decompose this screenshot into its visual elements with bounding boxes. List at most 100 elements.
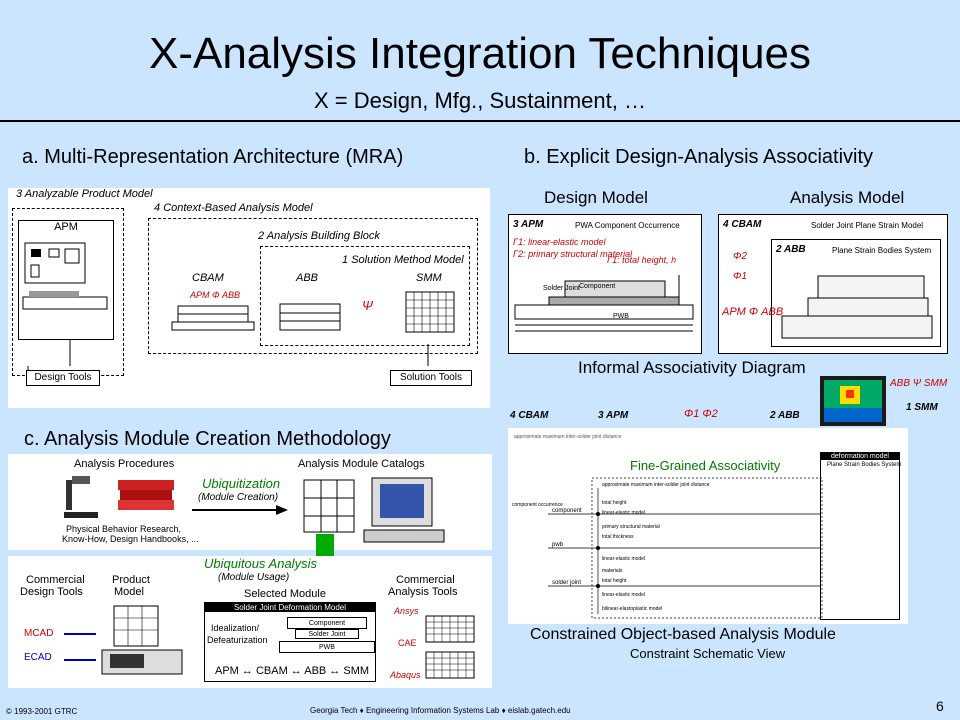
apm-phi-abb-label: APM Φ ABB	[190, 290, 241, 300]
analysis-model-label: Analysis Model	[790, 188, 905, 207]
module-usage-label: (Module Usage)	[218, 572, 290, 583]
methodology-top-panel: Analysis Procedures Physical Behavior Re…	[8, 454, 492, 550]
row-label-6: materials	[602, 568, 623, 574]
footer-copyright: © 1993-2001 GTRC	[6, 707, 78, 716]
title-rule	[0, 120, 960, 122]
label-component: component	[552, 508, 582, 514]
product-model-illustration	[64, 605, 183, 675]
cbam-region	[148, 218, 478, 354]
smm-label: SMM	[416, 272, 442, 284]
cbam-label-c: CBAM	[518, 410, 549, 421]
section-a-heading: a. Multi-Representation Architecture (MR…	[22, 146, 404, 168]
cbam-stack-illustration	[171, 305, 255, 331]
solder-joint-block: Solder Joint	[295, 629, 359, 639]
smm-label-b: SMM	[914, 402, 938, 413]
research-text: Physical Behavior Research,	[66, 524, 182, 534]
phi2-label-b: Φ2	[733, 251, 747, 262]
footer-page-number: 6	[936, 698, 944, 714]
pwa-occurrence-label: PWA Component Occurrence	[575, 221, 680, 230]
idealization-label: Idealization/	[211, 623, 260, 633]
selected-module-box: Solder Joint Deformation Model Idealizat…	[204, 602, 376, 682]
apm-label-c: APM	[605, 410, 629, 421]
row-label-9: bilinear-elastoplastic model	[602, 606, 663, 612]
component-label-b: Component	[579, 283, 616, 290]
mcad-label: MCAD	[24, 628, 54, 639]
abb-region	[260, 246, 470, 346]
product-label: Product	[112, 574, 150, 586]
design-tools-box: Design Tools	[26, 370, 100, 386]
mra-panel: 3 Analyzable Product Model APM 4 Context…	[8, 188, 490, 408]
phi1-label-b: Φ1	[733, 271, 747, 282]
pwb-label-b: PWB	[613, 313, 629, 320]
label-component-occurrence: component occurrence	[512, 502, 563, 508]
abb-heading: Analysis Building Block	[266, 230, 380, 242]
solder-joint-model-label: Solder Joint Plane Strain Model	[811, 221, 924, 230]
n4-badge-b: 4	[723, 219, 729, 230]
row-label-5: linear-elastic model	[602, 556, 646, 562]
n4-badge-c: 4	[510, 410, 516, 421]
label-solder-joint: solder joint	[552, 580, 582, 586]
smm-contour-illustration	[824, 380, 882, 422]
component-block: Component	[287, 617, 367, 629]
smm-mesh-illustration	[405, 291, 455, 333]
analysis-tool-meshes	[425, 615, 475, 679]
analysis-model-panel: 4 CBAM Solder Joint Plane Strain Model Φ…	[718, 214, 948, 354]
row-label-2: linear-elastic model	[602, 510, 646, 516]
commercial-analysis-label: Commercial	[396, 574, 455, 586]
abb-label-b: ABB	[783, 244, 806, 255]
constraint-network	[548, 477, 823, 619]
section-c-heading: c. Analysis Module Creation Methodology	[24, 428, 391, 450]
analysis-procedures-label: Analysis Procedures	[74, 458, 175, 470]
cbam-label: CBAM	[192, 272, 224, 284]
deformation-model-header: deformation model	[821, 453, 899, 460]
n1-badge: 1	[342, 254, 349, 266]
design-model-panel: 3 APM PWA Component Occurrence Γ1: linea…	[508, 214, 702, 354]
knowhow-text: Know-How, Design Handbooks, ...	[62, 534, 199, 544]
plane-strain-bodies-label: Plane Strain Bodies System	[827, 462, 902, 468]
n3-badge-b: 3	[513, 219, 519, 230]
design-model-label: Design Model	[544, 188, 648, 207]
constrained-module-title: Constrained Object-based Analysis Module	[530, 626, 836, 643]
apm-board-illustration	[22, 242, 108, 310]
abb-stack-illustration	[279, 303, 341, 331]
apm-box: APM	[18, 220, 114, 340]
cbam-label-b: CBAM	[731, 219, 762, 230]
row-label-8: linear-elastic model	[602, 592, 646, 598]
n4-badge: 4	[154, 202, 161, 214]
deformation-model-box: deformation model Plane Strain Bodies Sy…	[820, 452, 902, 620]
n2-badge-c: 2	[770, 410, 776, 421]
representation-chain: APM ↔ CBAM ↔ ABB ↔ SMM	[215, 665, 370, 677]
constraint-schematic-panel: Fine-Grained Associativity deformation m…	[508, 428, 908, 624]
row-label-0: approximate maximum inter-solder joint d…	[514, 434, 622, 440]
fine-grained-label: Fine-Grained Associativity	[630, 458, 781, 473]
row-label-1: total height	[602, 500, 627, 506]
gamma2-label: Γ2: primary structural material	[513, 249, 633, 259]
abb-label: ABB	[296, 272, 319, 284]
informal-diagram-label: Informal Associativity Diagram	[578, 358, 806, 377]
solution-tools-box: Solution Tools	[390, 370, 472, 386]
row-label-7: total height	[602, 578, 627, 584]
design-tools-label: Design Tools	[20, 586, 83, 598]
abaqus-label: Abaqus	[390, 670, 421, 680]
constraint-view-subtitle: Constraint Schematic View	[630, 646, 786, 661]
ubiquitization-arrow	[192, 505, 288, 515]
smm-color-plot	[820, 376, 886, 426]
context-model-heading: Context-Based Analysis Model	[163, 202, 313, 214]
gamma-total-label: Γ1: total height, h	[607, 255, 677, 265]
n2-badge: 2	[258, 230, 265, 242]
module-creation-label: (Module Creation)	[198, 492, 279, 503]
plane-strain-label: Plane Strain Bodies System	[832, 246, 932, 255]
footer-lab: Georgia Tech ♦ Engineering Information S…	[310, 706, 571, 715]
apm-phi-abb-b: APM Φ ABB	[722, 306, 784, 318]
abb-inner-box: 2 ABB Plane Strain Bodies System	[771, 239, 941, 347]
defeaturization-label: Defeaturization	[207, 635, 268, 645]
apm-label-b: APM	[520, 219, 544, 230]
commercial-design-label: Commercial	[26, 574, 85, 586]
ansys-label: Ansys	[394, 606, 419, 616]
ubiquitous-analysis-label: Ubiquitous Analysis	[204, 556, 317, 571]
label-pwb: pwb	[552, 542, 564, 548]
phi2-label-c: Φ2	[702, 408, 718, 420]
ecad-label: ECAD	[24, 652, 52, 663]
n2-badge-b: 2	[776, 244, 782, 255]
abb-label-c: ABB	[777, 410, 800, 421]
